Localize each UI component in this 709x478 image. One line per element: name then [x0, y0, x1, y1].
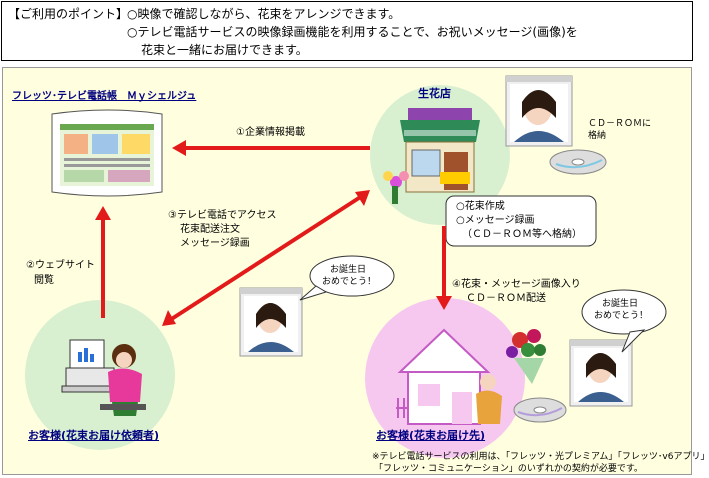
task-line-1: ○花束作成 [456, 201, 505, 212]
speech-bubble-right [581, 289, 667, 335]
bubble-right-line-2: おめでとう！ [594, 311, 649, 321]
step3-label-2: 花束配送注文 [180, 224, 240, 235]
cd-label-1: ＣＤ－ＲＯＭに [588, 119, 652, 129]
bubble-right-line-1: お誕生日 [602, 299, 639, 309]
cd-label-2: 格納 [588, 131, 607, 141]
videophone-screen-top [505, 75, 573, 147]
footnote-line-2: 「フレッツ・コミュニケーション」のいずれかの契約が必要です。 [374, 464, 643, 474]
points-box: 【ご利用のポイント】 ○映像で確認しながら、花束をアレンジできます。 ○テレビ電… [1, 1, 693, 61]
bubble-left-line-1: お誕生日 [330, 265, 367, 275]
bubble-left-line-2: おめでとう！ [322, 277, 377, 287]
florist-shop-icon [383, 108, 480, 204]
portal-title: フレッツ･テレビ電話帳 Ｍｙシェルジュ [12, 91, 197, 102]
step4-label-2: ＣＤ－ＲＯＭ配送 [466, 293, 546, 304]
step4-label-1: ④花束・メッセージ画像入り [452, 279, 581, 290]
recipient-title: お客様(花束お届け先) [376, 429, 486, 442]
florist-task-box [445, 195, 597, 247]
step1-label: ①企業情報掲載 [236, 127, 305, 138]
videophone-screen-right [569, 339, 633, 407]
step3-label-3: メッセージ録画 [180, 238, 250, 249]
points-title: 【ご利用のポイント】 [8, 7, 129, 21]
step2-label-2: 閲覧 [34, 275, 54, 286]
step3-label-1: ③テレビ電話でアクセス [168, 210, 277, 221]
point-3: 花束と一緒にお届けできます。 [141, 43, 308, 57]
point-2: ○テレビ電話サービスの映像録画機能を利用することで、お祝いメッセージ(画像)を [127, 25, 578, 39]
portal-page-icon [51, 109, 163, 197]
recipient-house-icon [396, 328, 502, 425]
footnote-line-1: ※テレビ電話サービスの利用は、「フレッツ・光プレミアム」「フレッツ･v6アプリ」 [372, 452, 709, 462]
requester-computer-icon [61, 339, 146, 416]
videophone-screen-left [239, 287, 303, 357]
cd-rom-top-icon [549, 149, 607, 175]
task-line-2: ○メッセージ録画 [456, 215, 535, 226]
point-1: ○映像で確認しながら、花束をアレンジできます。 [127, 7, 401, 21]
florist-title: 生花店 [418, 87, 451, 100]
arrow-step3 [168, 194, 364, 322]
cd-rom-bottom-icon [513, 397, 567, 423]
speech-bubble-left [309, 255, 395, 297]
requester-title: お客様(花束お届け依頼者) [28, 429, 160, 442]
bouquet-icon [506, 329, 546, 384]
task-line-3: （ＣＤ－ＲＯＭ等へ格納） [462, 229, 582, 240]
step2-label-1: ②ウェブサイト [26, 260, 95, 271]
